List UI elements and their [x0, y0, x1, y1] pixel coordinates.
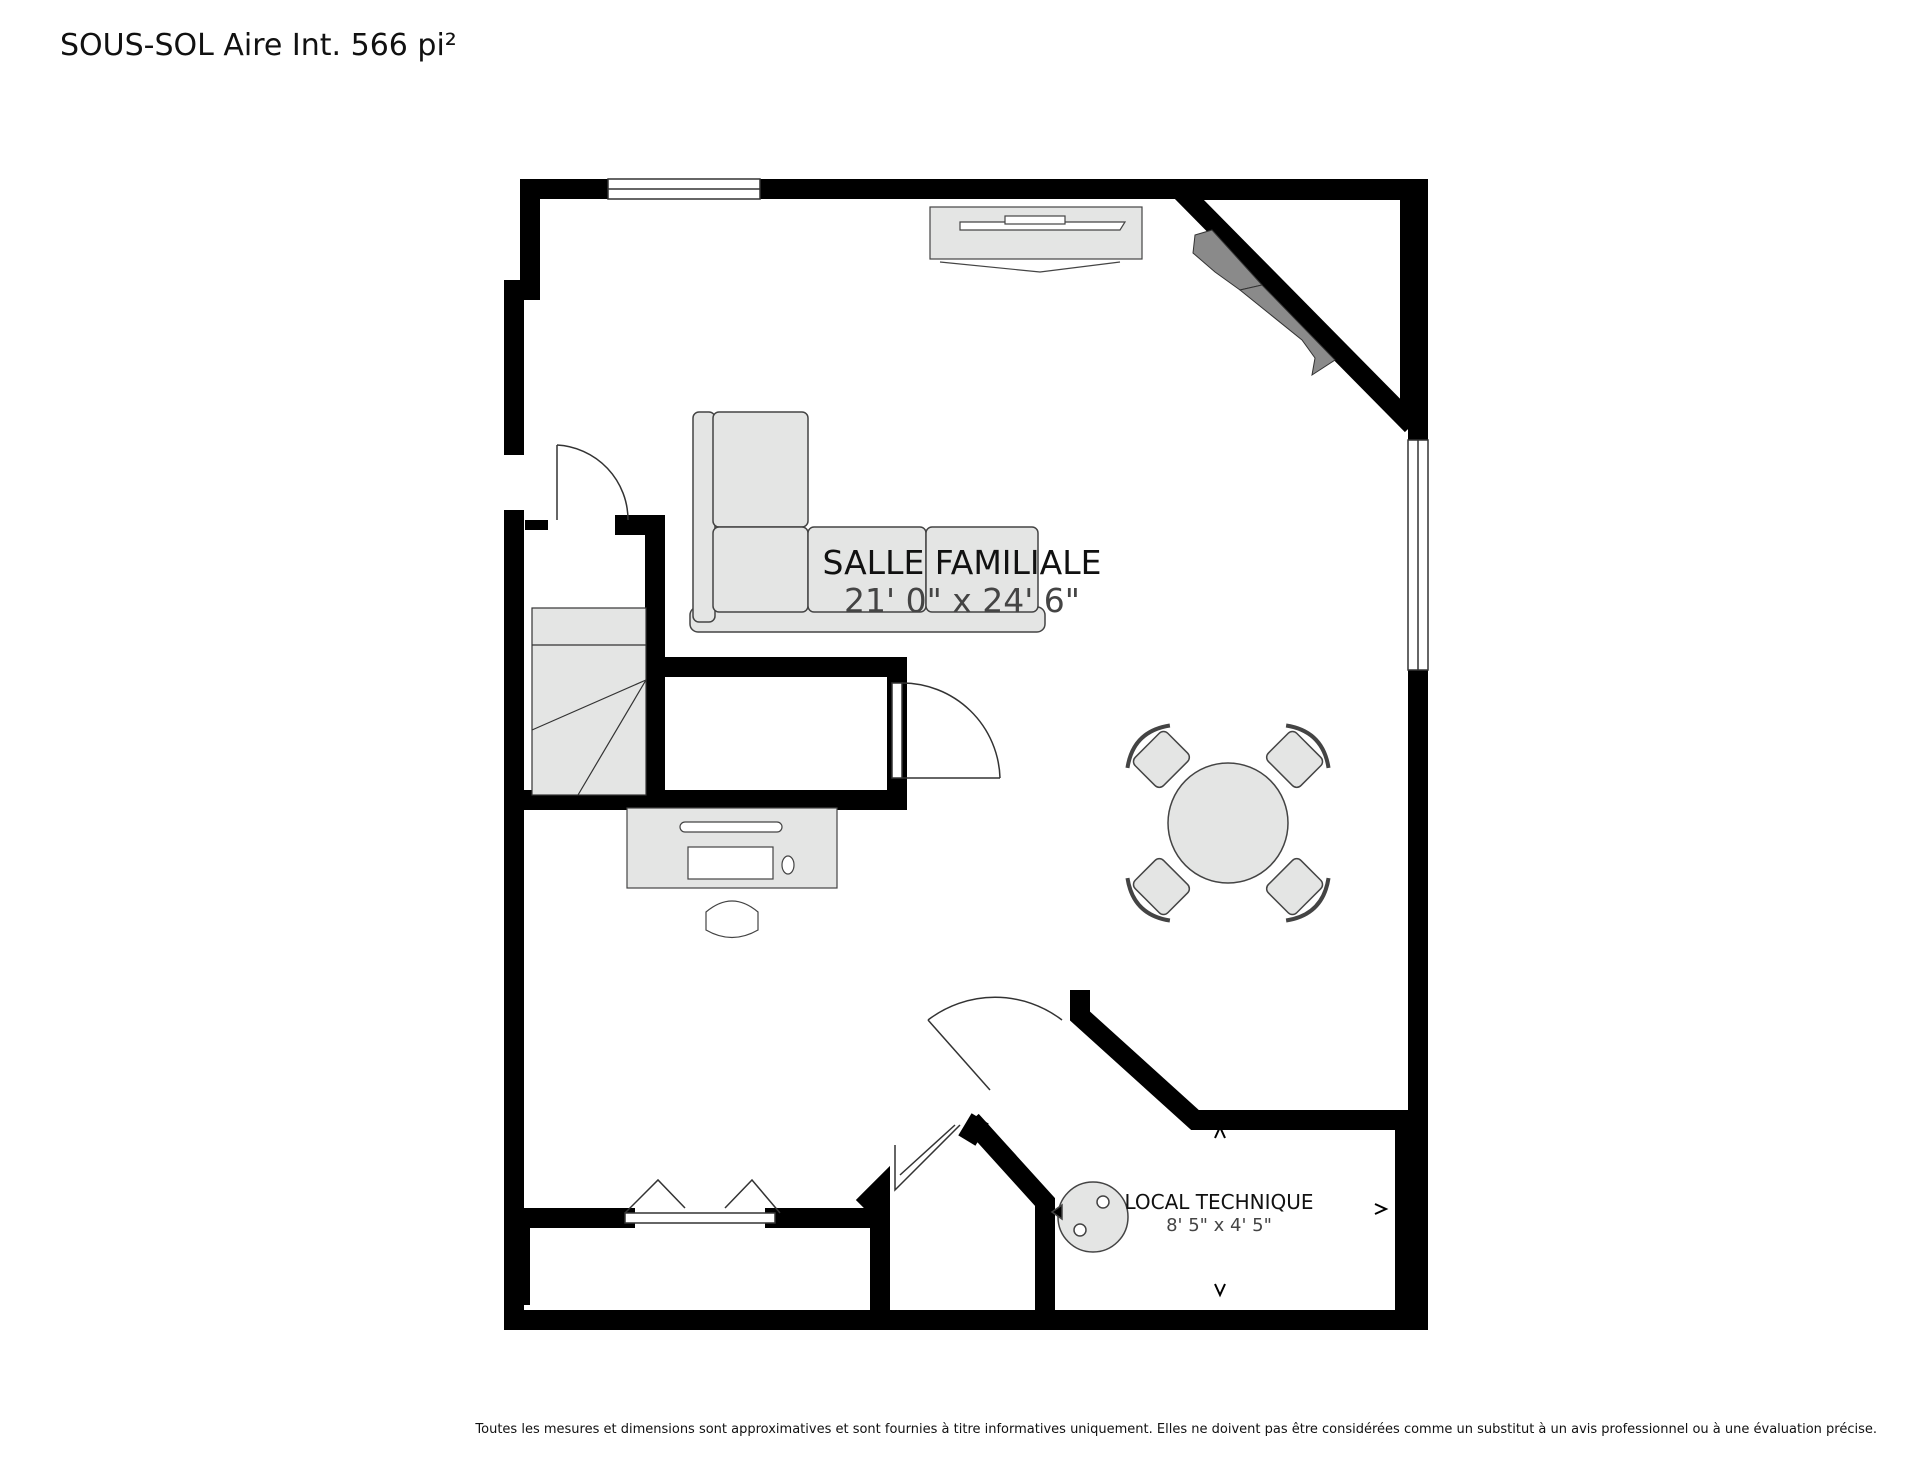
stairs-body	[531, 607, 647, 796]
tv-wire	[939, 261, 1121, 273]
chair-seat	[1132, 857, 1191, 916]
floor-title: SOUS-SOL Aire Int. 566 pi²	[60, 28, 457, 63]
dining-set	[1125, 723, 1331, 923]
sofa-seat-upper	[712, 411, 809, 528]
room-name-local-technique: LOCAL TECHNIQUE	[1124, 1190, 1313, 1214]
corner-counter	[1192, 229, 1336, 377]
door-closet-frame	[891, 682, 903, 779]
door-tech-leaf	[927, 1019, 991, 1091]
door-tech-swing	[927, 996, 1063, 1021]
arrow-right-icon	[1374, 1203, 1389, 1215]
stair-step-3	[577, 679, 647, 796]
heater-valve-top	[1096, 1195, 1110, 1209]
door-closet-swing	[901, 682, 1001, 779]
heater-tank	[1057, 1181, 1129, 1253]
stairs	[531, 607, 647, 796]
chair-bottom-right	[1265, 857, 1331, 923]
chair-top-left	[1125, 723, 1191, 789]
windows	[607, 178, 1429, 671]
chair-seat	[1132, 730, 1191, 789]
desk-monitor	[679, 821, 783, 833]
dining-table	[1167, 762, 1289, 884]
tv-console	[929, 206, 1143, 273]
desk-mouse	[781, 855, 795, 875]
door-bifold-left	[624, 1178, 686, 1214]
room-name-salle-familiale: SALLE FAMILIALE	[823, 543, 1102, 582]
wall-stair-right	[615, 515, 665, 810]
tv-screen	[959, 221, 1127, 231]
wall-lower-closet-divider	[855, 1165, 890, 1330]
sofa-seat-lower	[712, 526, 809, 613]
desk-keyboard	[687, 846, 774, 880]
sectional-sofa	[689, 411, 1046, 633]
wall-tech-diagonal	[1070, 990, 1415, 1330]
desk-chair	[705, 900, 759, 939]
thin-walls	[520, 190, 1410, 1305]
desk	[626, 807, 838, 939]
door-bifold-right	[724, 1178, 781, 1214]
heater-valve-bottom	[1073, 1223, 1087, 1237]
wall-tech-inner	[963, 1113, 1055, 1330]
chair-seat	[1265, 857, 1324, 916]
door-small-leaf	[899, 1124, 956, 1176]
chair-back	[1125, 723, 1171, 769]
room-dim-salle-familiale: 21' 0" x 24' 6"	[844, 581, 1080, 620]
chair-back	[1285, 723, 1331, 769]
disclaimer-text: Toutes les mesures et dimensions sont ap…	[475, 1422, 1877, 1437]
heater-arrow	[1050, 1203, 1063, 1221]
room-dim-local-technique: 8' 5" x 4' 5"	[1166, 1215, 1272, 1236]
wall-left-step	[504, 179, 540, 455]
doors	[556, 444, 1063, 1224]
stair-step-2	[531, 679, 647, 731]
wall-diagonal-corner	[1170, 180, 1420, 433]
door-stair-swing	[556, 444, 629, 521]
door-small-frame	[894, 1124, 961, 1192]
chair-seat	[1265, 730, 1324, 789]
arrow-markers	[1214, 1124, 1389, 1298]
chair-bottom-left	[1125, 857, 1191, 923]
counter-bottom	[1238, 284, 1336, 377]
arrow-down-icon	[1214, 1283, 1226, 1298]
arrow-up-icon	[1214, 1124, 1226, 1139]
sofa-back	[692, 411, 716, 623]
chair-back	[1285, 877, 1331, 923]
tv-stand	[1004, 215, 1066, 225]
door-bifold-frame	[624, 1212, 776, 1224]
chair-top-right	[1265, 723, 1331, 789]
tv-cabinet	[929, 206, 1143, 260]
chair-back	[1125, 877, 1171, 923]
water-heater-icon	[1050, 1181, 1129, 1253]
sofa-seat-end	[925, 526, 1039, 613]
